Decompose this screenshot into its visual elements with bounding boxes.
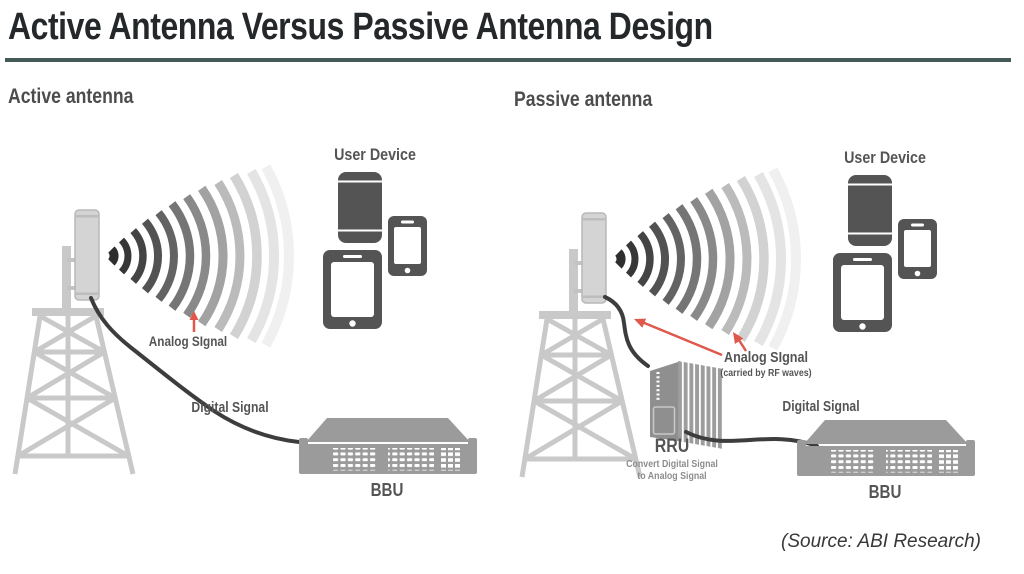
page-title: Active Antenna Versus Passive Antenna De… bbox=[8, 6, 713, 48]
active-user-devices bbox=[322, 171, 428, 330]
passive-analog-signal-sublabel: (carried by RF waves) bbox=[720, 367, 812, 379]
red-annotation-arrow-icon bbox=[634, 318, 748, 357]
passive-rru-label: RRU bbox=[654, 436, 690, 457]
active-fiber-cable bbox=[89, 296, 301, 444]
title-underline bbox=[5, 58, 1011, 62]
active-analog-signal-label: Analog SIgnal bbox=[148, 333, 228, 349]
active-user-device-label: User Device bbox=[334, 145, 416, 164]
red-annotation-arrow-icon bbox=[189, 311, 199, 332]
passive-digital-signal-label: Digital Signal bbox=[782, 399, 860, 415]
active-bbu-label: BBU bbox=[370, 480, 404, 500]
passive-user-device-label: User Device bbox=[844, 148, 926, 167]
active-section-heading: Active antenna bbox=[8, 85, 134, 108]
passive-rru-caption-line1: Convert Digital Signal bbox=[626, 458, 718, 470]
passive-user-devices bbox=[832, 174, 938, 333]
passive-section-heading: Passive antenna bbox=[514, 88, 653, 111]
passive-bbu-icon bbox=[797, 420, 975, 476]
passive-rru-caption-line2: to Analog Signal bbox=[637, 470, 707, 482]
passive-bbu-label: BBU bbox=[868, 482, 902, 502]
passive-analog-signal-label: Analog SIgnal bbox=[723, 349, 808, 366]
remote-radio-unit-icon bbox=[650, 361, 722, 449]
active-digital-signal-label: Digital Signal bbox=[191, 400, 269, 416]
source-credit: (Source: ABI Research) bbox=[781, 531, 981, 552]
active-bbu-icon bbox=[299, 418, 477, 474]
passive-antenna-rru-cable bbox=[603, 295, 650, 368]
